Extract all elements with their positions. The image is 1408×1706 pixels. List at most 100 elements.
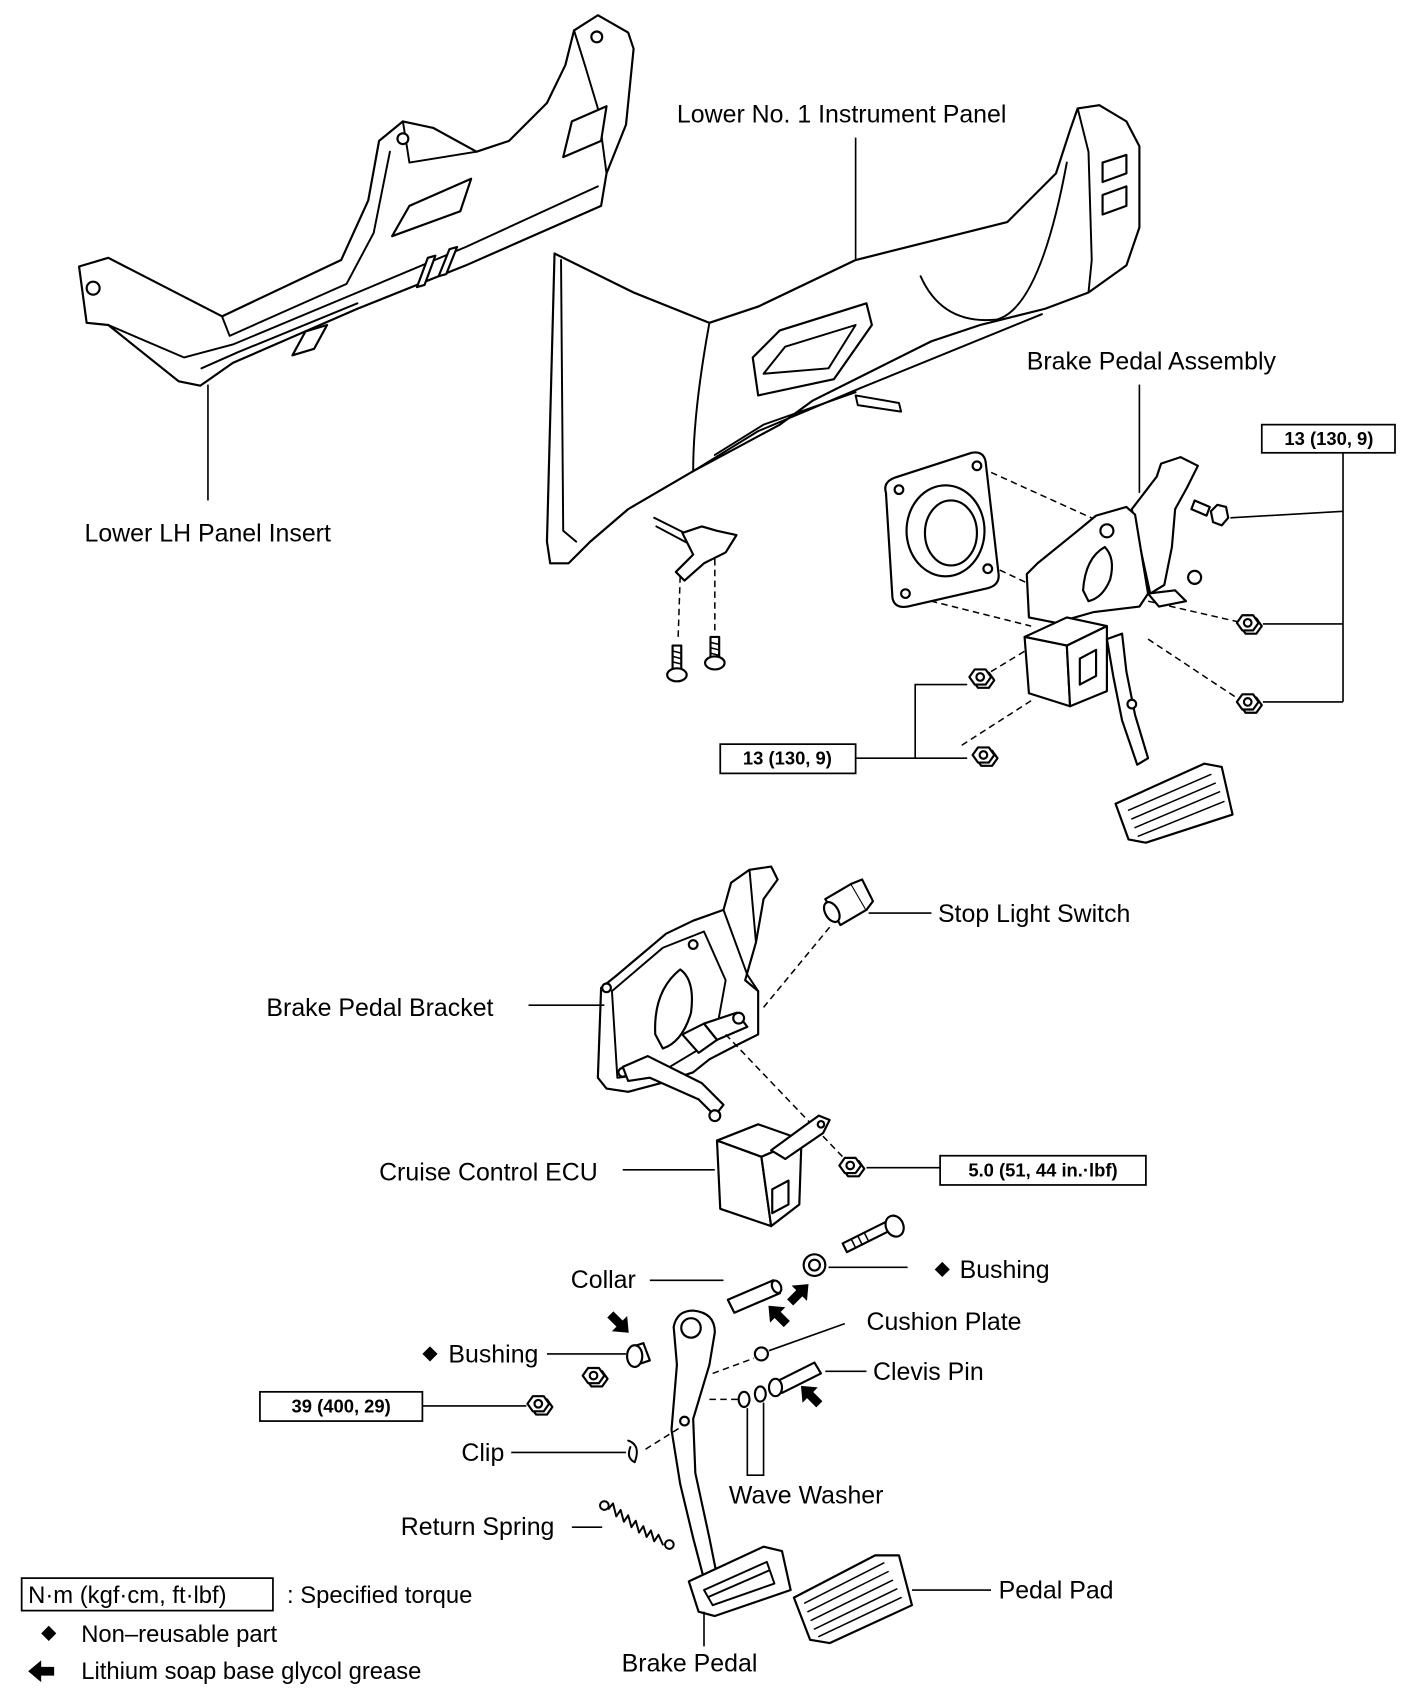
label-clip: Clip [461,1439,504,1467]
panel-insert-clip-tab [291,323,329,357]
nut-icon [1235,614,1263,635]
legend-torque-meaning: : Specified torque [287,1582,472,1609]
panel-clip [674,525,738,582]
nut-icon [526,1395,554,1416]
bracket-opening [654,968,694,1050]
return-spring-hook [664,1539,675,1550]
panel-insert-rib [200,302,359,370]
return-spring-shape [599,1500,675,1550]
label-lower-no1-instrument-panel: Lower No. 1 Instrument Panel [677,100,1006,128]
legend-torque-box [20,1577,274,1612]
stop-light-switch [762,878,932,1008]
dashed-alignment-line [677,576,681,642]
label-pedal-pad: Pedal Pad [999,1577,1114,1605]
assembly-pedal-pad [1114,762,1234,844]
panel-insert-rib [221,150,391,337]
bracket-flange-edge [722,868,760,993]
bracket-hole [601,982,612,994]
torque-callout-ecu-nut: 5.0 (51, 44 in.·lbf) [838,1154,1147,1186]
return-spring-coil [607,1502,664,1546]
assembly-ecu-connector [1078,648,1098,686]
label-brake-pedal-bracket: Brake Pedal Bracket [266,994,493,1022]
label-bushing-upper: Bushing [960,1256,1050,1284]
clip-shape [627,1439,638,1464]
dashed-alignment-line [989,564,1028,584]
panel-insert-slot [390,177,473,238]
torque-callout-assembly-lower: 13 (130, 9) [719,683,968,775]
return-spring-hook [599,1500,610,1511]
nut-icon [838,1156,866,1178]
instrument-panel-slot [1101,153,1128,184]
assembly-bolt-shank [1190,499,1211,517]
assembly-pedal-arm-hole [1126,698,1138,710]
assembly-pedal-pad-ribs [1127,773,1225,837]
assembly-pedal-arm [1105,632,1150,766]
torque-callout-pedal-nut: 39 (400, 29) [259,1390,527,1422]
dashed-alignment-line [980,467,1097,521]
panel-insert-outline [77,14,635,387]
torque-value: 13 (130, 9) [1284,428,1373,449]
instrument-panel-lip [713,391,903,456]
pivot-bolt-head [884,1214,905,1238]
screw-thread [709,641,720,657]
bracket-hole [687,939,699,950]
diamond-icon [934,1261,950,1278]
assembly-ecu-side [1023,635,1072,708]
label-bushing-lower: Bushing [448,1341,538,1369]
dashed-alignment-line [645,1426,681,1450]
bracket-stud [708,1109,722,1123]
instrument-panel-knee-curve [919,161,1068,322]
instrument-panel-fold [692,321,711,473]
label-clevis-pin: Clevis Pin [873,1358,984,1386]
cushion-plate-shape [753,1346,769,1362]
panel-insert-slot [437,245,459,278]
label-lower-lh-panel-insert: Lower LH Panel Insert [84,520,331,548]
brake-pedal-arm [670,1309,719,1581]
assembly-bracket-stud [1187,569,1203,585]
pivot-bolt-thread [850,1231,870,1249]
legend: N·m (kgf·cm, ft·lbf) : Specified torque … [20,1577,472,1685]
assembly-bracket-plate [1025,505,1150,624]
instrument-panel-lip [692,313,1043,473]
instrument-panel-fold [560,259,578,543]
screw-thread [671,650,683,665]
screw [666,644,688,683]
collar-end [770,1279,783,1295]
panel-insert-slot [415,254,437,289]
assembly-bracket-opening [1081,545,1114,603]
bracket-bolt-stub [732,1011,746,1025]
legend-non-reusable: Non–reusable part [81,1621,277,1648]
leader-line [746,1402,765,1477]
clevis-pin-head [767,1377,784,1398]
wave-washer-shape [753,1385,767,1403]
brake-pedal-arm-hole [679,1415,690,1427]
ecu-mount-arm [770,1114,831,1161]
instrument-panel-recess-inner [762,324,857,375]
torque-box [939,1154,1147,1186]
pedal-pad-ribs [803,1562,902,1638]
torque-value: 5.0 (51, 44 in.·lbf) [968,1159,1117,1180]
bushing-lower-flange [626,1344,644,1369]
assembly-bracket-nut [1099,523,1115,539]
legend-grease: Lithium soap base glycol grease [81,1658,421,1685]
nut-icon [1235,693,1263,714]
dashed-alignment-line [990,649,1028,673]
brake-pedal-foot-plate [687,1545,792,1618]
label-stop-light-switch: Stop Light Switch [938,900,1130,928]
brake-pedal-assembly [884,384,1263,844]
panel-insert-hole [85,280,101,296]
legend-torque-units: N·m (kgf·cm, ft·lbf) [28,1582,226,1609]
instrument-panel-slot [1101,185,1128,216]
wave-washer-shape [737,1390,751,1409]
nut-icon [968,668,996,689]
label-collar: Collar [571,1266,636,1294]
dashed-alignment-line [961,698,1035,746]
screw [704,635,726,671]
grease-arrow-icon [760,1298,795,1332]
lower-lh-panel-insert [77,14,635,501]
screw-head [666,667,688,683]
leader-line [855,683,968,760]
nut-icon [581,1366,609,1388]
torque-value: 13 (130, 9) [743,748,832,769]
stop-light-switch-connector [850,878,875,911]
